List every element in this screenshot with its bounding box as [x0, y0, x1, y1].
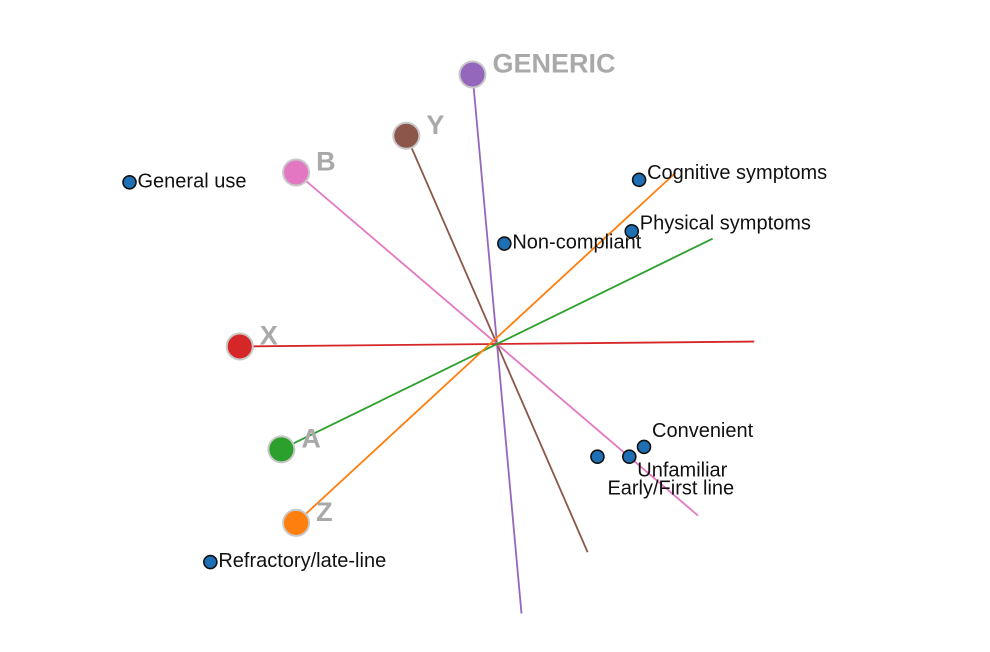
attribute-point [497, 236, 512, 251]
attribute-non-compliant: Non-compliant [497, 232, 642, 254]
attribute-label: Non-compliant [512, 232, 641, 254]
brand-z: Z [282, 497, 333, 537]
brand-point [282, 158, 311, 187]
brand-point [392, 121, 421, 150]
attribute-label: Refractory/late-line [218, 550, 386, 572]
brand-b: B [282, 147, 336, 187]
axis-line-z [295, 171, 677, 524]
attribute-general-use: General use [122, 170, 247, 192]
attribute-early-first-line: Early/First line [590, 449, 734, 500]
attribute-label: Physical symptoms [640, 212, 811, 234]
attribute-point [631, 172, 647, 188]
brand-label: B [316, 147, 336, 177]
brand-points: GENERIC Y B X A Z [225, 49, 616, 537]
brand-x: X [225, 320, 278, 361]
brand-generic: GENERIC [458, 49, 616, 89]
axis-line-a [281, 237, 713, 451]
brand-point [225, 332, 254, 361]
brand-label: A [301, 423, 321, 453]
attribute-refractory-late-line: Refractory/late-line [203, 550, 386, 572]
attribute-convenient: Convenient [636, 420, 754, 455]
attribute-point [122, 175, 137, 190]
brand-label: Z [316, 497, 333, 527]
attribute-label: Cognitive symptoms [647, 162, 827, 184]
attribute-label: General use [138, 170, 247, 192]
brand-label: X [260, 320, 278, 350]
attribute-cognitive-symptoms: Cognitive symptoms [631, 162, 827, 188]
brand-point [267, 435, 296, 464]
brand-a: A [267, 423, 321, 464]
brand-label: GENERIC [493, 49, 616, 79]
brand-point [282, 508, 311, 537]
attribute-label: Early/First line [607, 478, 734, 500]
attribute-point [624, 224, 640, 239]
attribute-point [636, 439, 652, 455]
attribute-point [590, 449, 605, 465]
brand-axis-lines [239, 74, 755, 614]
attribute-label: Convenient [652, 420, 754, 442]
attribute-label: Unfamiliar [637, 460, 727, 482]
attribute-point [621, 449, 637, 465]
brand-point [458, 60, 487, 89]
attribute-unfamiliar: Unfamiliar [621, 449, 728, 482]
brand-label: Y [426, 110, 444, 140]
attribute-point [203, 554, 218, 570]
brand-y: Y [392, 110, 444, 150]
attribute-physical-symptoms: Physical symptoms [624, 212, 811, 239]
